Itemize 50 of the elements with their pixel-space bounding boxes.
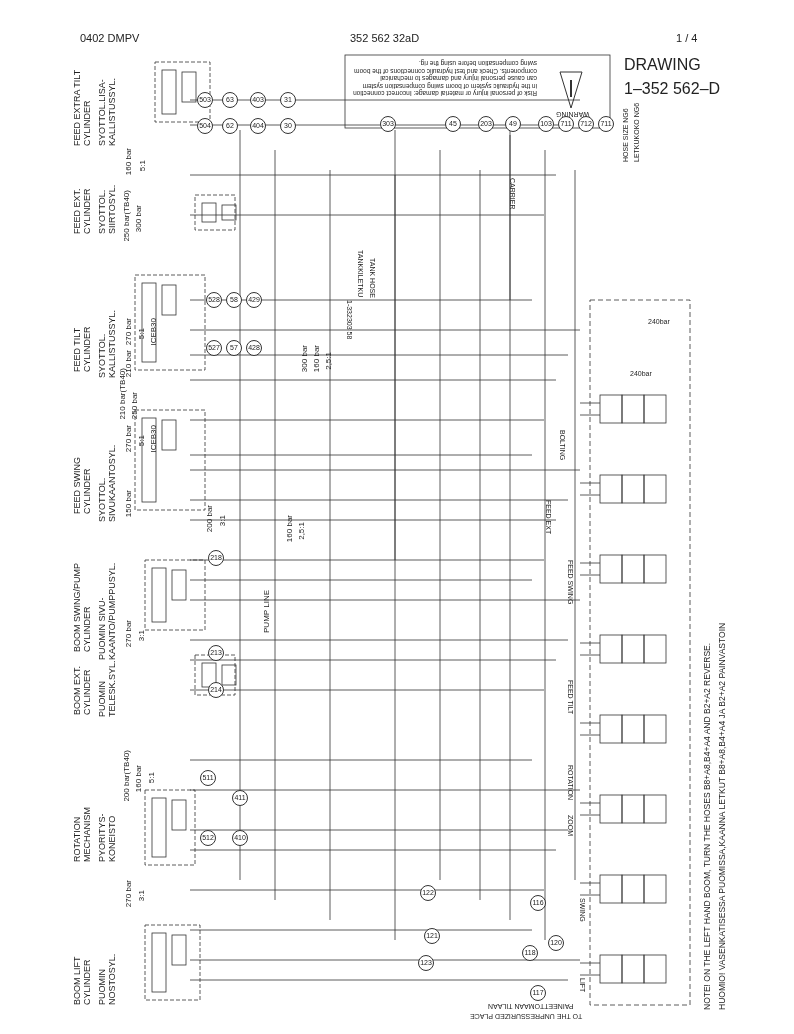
pressure-setting: 300 bar bbox=[300, 345, 310, 373]
ratio-label: 5:1 bbox=[137, 435, 147, 447]
pressure-setting: 200 bar(TB40) bbox=[122, 750, 132, 802]
ratio-label: 3:1 bbox=[218, 515, 228, 527]
pressure-setting: 210 bar(TB40) bbox=[118, 368, 127, 420]
component-label: SYOTTOL.LISA-KALLISTUSSYL. bbox=[97, 76, 118, 146]
pressure-setting: 150 bar bbox=[124, 490, 134, 518]
pressure-setting: 160 bar bbox=[134, 765, 144, 793]
component-label: SYOTTOL. SIVUKAANTOSYL. bbox=[97, 443, 118, 522]
component-label: FEED EXTRA TILT CYLINDER bbox=[72, 68, 93, 146]
valve-type-label: ICEB30 bbox=[149, 425, 159, 453]
component-label: SYOTTOL. KALLISTUSSYL. bbox=[97, 308, 118, 378]
component-label: PUOMIN SIVU-KAANTO/PUMPPUSYL. bbox=[97, 561, 118, 660]
pressure-setting: 200 bar bbox=[205, 505, 215, 533]
note-text: NOTE! ON THE LEFT HAND BOOM, TURN THE HOSES B8+A8,B4+A4 AND B2+A2 REVERSE. bbox=[703, 641, 713, 1010]
line-label: PUMP LINE bbox=[262, 590, 272, 633]
note-text: HUOMIO! VASENKATISESSA PUOMISSA,KAANNA LETKUT B8+A8,B4+A4 JA B2+A2 PAINVASTOIN bbox=[718, 621, 728, 1010]
component-label: BOOM EXT. CYLINDER bbox=[72, 665, 93, 715]
pressure-setting: 160 bar bbox=[312, 345, 322, 373]
ratio-label: 2,5:1 bbox=[324, 352, 334, 370]
ratio-label: 3:1 bbox=[137, 630, 147, 642]
component-label: FEED SWING CYLINDER bbox=[72, 456, 93, 514]
pressure-setting: 300 bar bbox=[134, 205, 144, 233]
drawing-number: 1–352 562–D bbox=[624, 80, 721, 99]
ratio-label: 2,5:1 bbox=[297, 522, 307, 540]
component-label: BOOM LIFT CYLINDER bbox=[72, 955, 93, 1005]
pressure-setting: 250 bar bbox=[130, 392, 140, 420]
valve-type-label: ICEB30 bbox=[149, 318, 159, 346]
pressure-setting: 270 bar bbox=[124, 880, 134, 908]
pressure-setting: 270 bar bbox=[124, 318, 134, 346]
component-label: PYORITYS-KONEISTO bbox=[97, 812, 118, 862]
ratio-label: 5:1 bbox=[137, 328, 147, 340]
ratio-label: 5:1 bbox=[147, 772, 157, 784]
pressure-setting: 270 bar bbox=[124, 425, 134, 453]
pressure-setting: 160 bar bbox=[124, 148, 134, 176]
drawing-code: 352 562 32aD bbox=[350, 32, 420, 45]
drawing-title: DRAWING bbox=[624, 56, 701, 75]
pressure-setting: 270 bar bbox=[124, 620, 134, 648]
drawing-code: 0402 DMPV bbox=[80, 32, 140, 45]
component-label: BOOM SWING/PUMP CYLINDER bbox=[72, 562, 93, 652]
component-label: ROTATION MECHANISM bbox=[72, 806, 93, 862]
ratio-label: 3:1 bbox=[137, 890, 147, 902]
component-label: SYOTTOL. SIIRTOSYL. bbox=[97, 183, 118, 234]
page-number: 1 / 4 bbox=[676, 32, 698, 45]
pressure-setting: 250 bar(TB40) bbox=[122, 190, 132, 242]
ratio-label: 5:1 bbox=[138, 160, 148, 172]
pressure-setting: 160 bar bbox=[285, 515, 295, 543]
component-label: FEED TILT CYLINDER bbox=[72, 325, 93, 372]
component-label: FEED EXT. CYLINDER bbox=[72, 187, 93, 234]
component-label: PUOMIN NOSTOSYL. bbox=[97, 952, 118, 1005]
